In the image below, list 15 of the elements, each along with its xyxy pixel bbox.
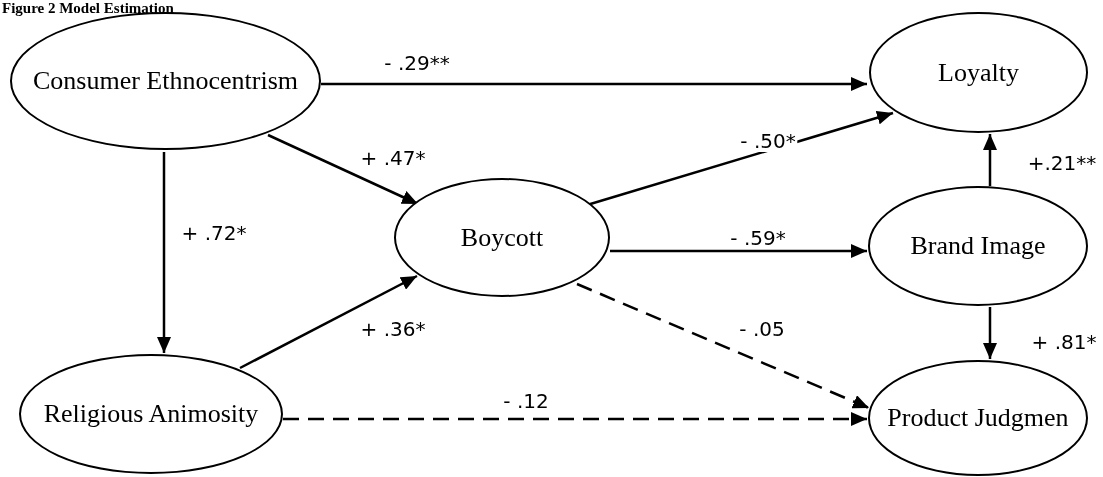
construct-label: Loyalty — [938, 56, 1019, 89]
figure-title: Figure 2 Model Estimation — [2, 0, 174, 17]
arrow — [157, 152, 171, 353]
construct-label: Religious Animosity — [43, 398, 259, 430]
construct-label: Product Judgmen — [887, 402, 1069, 434]
dashed-arrow — [283, 412, 867, 426]
arrow — [321, 77, 867, 91]
construct-label: Brand Image — [910, 230, 1046, 262]
arrow — [983, 307, 997, 359]
construct-label: Consumer Ethnocentrism — [33, 65, 298, 97]
construct-label: Boycott — [460, 221, 544, 254]
dashed-arrow — [576, 282, 870, 410]
arrow — [610, 244, 867, 258]
arrow — [239, 274, 418, 370]
arrow — [983, 134, 997, 186]
